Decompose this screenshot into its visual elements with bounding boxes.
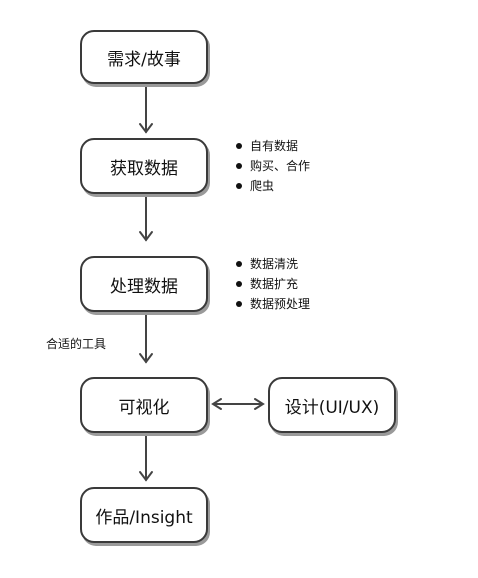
acquire-data-notes: 自有数据 购买、合作 爬虫 xyxy=(234,136,310,196)
arrow-visualize-design xyxy=(211,398,265,410)
list-item: 爬虫 xyxy=(234,176,310,196)
bullet-icon xyxy=(236,281,242,287)
bullet-icon xyxy=(236,143,242,149)
bullet-icon xyxy=(236,163,242,169)
node-demand: 需求/故事 xyxy=(80,30,208,84)
node-acquire-data-label: 获取数据 xyxy=(110,158,178,179)
node-work: 作品/Insight xyxy=(80,487,208,543)
list-item: 数据扩充 xyxy=(234,274,310,294)
node-design-label: 设计(UI/UX) xyxy=(284,397,380,418)
arrow-acquire-to-process xyxy=(139,195,153,242)
list-item: 数据预处理 xyxy=(234,294,310,314)
node-process-data-label: 处理数据 xyxy=(110,276,178,297)
arrow-demand-to-acquire xyxy=(139,85,153,134)
arrow-visualize-to-work xyxy=(139,434,153,482)
node-acquire-data: 获取数据 xyxy=(80,138,208,194)
bullet-icon xyxy=(236,301,242,307)
list-item: 购买、合作 xyxy=(234,156,310,176)
node-demand-label: 需求/故事 xyxy=(107,49,181,70)
bullet-icon xyxy=(236,183,242,189)
list-item: 自有数据 xyxy=(234,136,310,156)
node-design: 设计(UI/UX) xyxy=(268,377,396,433)
arrow-process-to-visualize xyxy=(139,313,153,364)
process-data-notes: 数据清洗 数据扩充 数据预处理 xyxy=(234,254,310,314)
list-item: 数据清洗 xyxy=(234,254,310,274)
edge-label-tools: 合适的工具 xyxy=(46,337,107,351)
node-work-label: 作品/Insight xyxy=(95,507,193,528)
bullet-icon xyxy=(236,261,242,267)
node-process-data: 处理数据 xyxy=(80,256,208,312)
node-visualize: 可视化 xyxy=(80,377,208,433)
node-visualize-label: 可视化 xyxy=(118,397,170,418)
